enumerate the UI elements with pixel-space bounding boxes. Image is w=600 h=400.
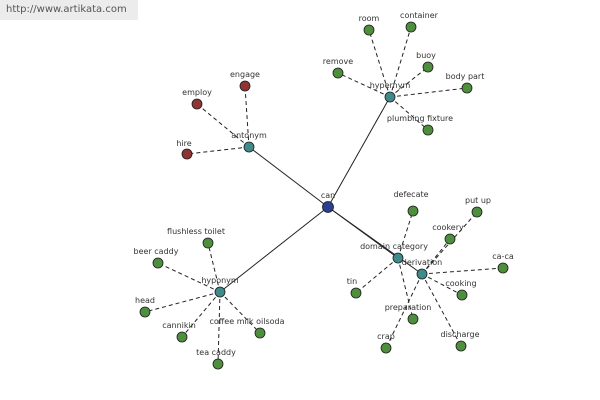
node-leaf-crap-label: crap	[377, 332, 395, 341]
edge-hypernym-plumbing-fixture	[389, 96, 429, 131]
node-leaf-body-part[interactable]	[461, 82, 473, 94]
node-leaf-plumbing-fixture-label: plumbing fixture	[387, 114, 453, 123]
node-leaf-discharge[interactable]	[455, 340, 467, 352]
watermark-url: http://www.artikata.com	[0, 0, 138, 20]
node-leaf-body-part-label: body part	[446, 72, 485, 81]
node-leaf-employ[interactable]	[191, 98, 203, 110]
node-hub-hyponym[interactable]	[214, 286, 226, 298]
node-leaf-defecate-label: defecate	[393, 190, 428, 199]
node-leaf-flushless-toilet[interactable]	[202, 237, 214, 249]
node-leaf-head-label: head	[135, 296, 155, 305]
node-leaf-room-label: room	[359, 14, 380, 23]
node-leaf-beer-caddy-label: beer caddy	[134, 247, 179, 256]
node-leaf-head[interactable]	[139, 306, 151, 318]
edge-hypernym-room	[368, 29, 391, 98]
node-leaf-preparation-label: preparation	[385, 303, 432, 312]
node-leaf-preparation[interactable]	[407, 313, 419, 325]
node-leaf-tea-caddy-label: tea caddy	[196, 348, 236, 357]
node-layer	[139, 21, 509, 370]
edge-domain-category-defecate	[397, 210, 414, 259]
node-leaf-buoy-label: buoy	[416, 51, 436, 60]
node-hub-domain-category[interactable]	[392, 252, 404, 264]
node-center-can[interactable]	[322, 201, 334, 213]
node-leaf-hire[interactable]	[181, 148, 193, 160]
node-leaf-tea-caddy[interactable]	[212, 358, 224, 370]
edge-hypernym-body-part	[389, 87, 468, 98]
node-leaf-cookery-label: cookery	[432, 223, 464, 232]
node-leaf-employ-label: employ	[182, 88, 212, 97]
node-leaf-room[interactable]	[363, 24, 375, 36]
node-leaf-put-up[interactable]	[471, 206, 483, 218]
edge-hypernym-container	[389, 26, 412, 98]
edge-hyponym-flushless-toilet	[207, 242, 221, 293]
node-hub-hypernym[interactable]	[384, 91, 396, 103]
edge-can-hyponym	[219, 206, 329, 293]
node-leaf-coffee-milk-oilsoda-label: coffee milk oilsoda	[210, 317, 285, 326]
node-leaf-engage-label: engage	[230, 70, 260, 79]
edge-can-antonym	[248, 146, 329, 208]
node-center-can-label: can	[321, 191, 335, 200]
node-leaf-crap[interactable]	[380, 342, 392, 354]
node-leaf-hire-label: hire	[176, 139, 191, 148]
node-leaf-cooking[interactable]	[456, 289, 468, 301]
node-leaf-cannikin-label: cannikin	[162, 321, 196, 330]
edge-antonym-employ	[196, 103, 250, 148]
edge-hyponym-coffee-milk-oilsoda	[219, 291, 261, 334]
edge-domain-category-preparation	[397, 257, 414, 320]
node-hub-hyponym-label: hyponym	[201, 276, 239, 285]
node-leaf-defecate[interactable]	[407, 205, 419, 217]
edge-antonym-hire	[186, 146, 250, 155]
node-leaf-coffee-milk-oilsoda[interactable]	[254, 327, 266, 339]
node-hub-derivation-label: derivation	[402, 258, 442, 267]
node-leaf-cannikin[interactable]	[176, 331, 188, 343]
node-hub-domain-category-label: domain category	[360, 242, 428, 251]
node-hub-antonym-label: antonym	[231, 131, 267, 140]
node-leaf-buoy[interactable]	[422, 61, 434, 73]
node-leaf-discharge-label: discharge	[441, 330, 480, 339]
node-leaf-tin[interactable]	[350, 287, 362, 299]
node-leaf-container[interactable]	[405, 21, 417, 33]
label-layer: can antonym engage employ hire hypernym room co…	[134, 11, 514, 357]
node-leaf-tin-label: tin	[347, 277, 357, 286]
node-leaf-container-label: container	[400, 11, 439, 20]
node-hub-antonym[interactable]	[243, 141, 255, 153]
edge-antonym-engage	[244, 85, 250, 148]
node-leaf-ca-ca[interactable]	[497, 262, 509, 274]
node-leaf-cooking-label: cooking	[445, 279, 476, 288]
node-leaf-remove-label: remove	[323, 57, 353, 66]
edge-hyponym-tea-caddy	[217, 291, 221, 365]
edge-can-hypernym	[327, 96, 391, 208]
node-hub-derivation[interactable]	[416, 268, 428, 280]
node-leaf-put-up-label: put up	[465, 196, 491, 205]
edge-can-derivation	[327, 206, 423, 275]
edge-hyponym-head	[144, 291, 221, 313]
node-leaf-flushless-toilet-label: flushless toilet	[167, 227, 225, 236]
node-leaf-beer-caddy[interactable]	[152, 257, 164, 269]
node-hub-hypernym-label: hypernym	[370, 81, 411, 90]
edge-domain-category-tin	[355, 257, 399, 294]
node-leaf-ca-ca-label: ca-ca	[492, 252, 514, 261]
edge-hyponym-beer-caddy	[157, 262, 221, 293]
edge-derivation-ca-ca	[421, 267, 504, 275]
edge-layer	[144, 26, 504, 365]
edge-hypernym-buoy	[389, 66, 429, 98]
edge-derivation-cookery	[421, 238, 451, 275]
node-leaf-cookery[interactable]	[444, 233, 456, 245]
node-leaf-remove[interactable]	[332, 67, 344, 79]
node-leaf-engage[interactable]	[239, 80, 251, 92]
edge-hyponym-cannikin	[181, 291, 221, 338]
node-leaf-plumbing-fixture[interactable]	[422, 124, 434, 136]
edge-derivation-cooking	[421, 273, 463, 296]
edge-hypernym-remove	[337, 72, 391, 98]
